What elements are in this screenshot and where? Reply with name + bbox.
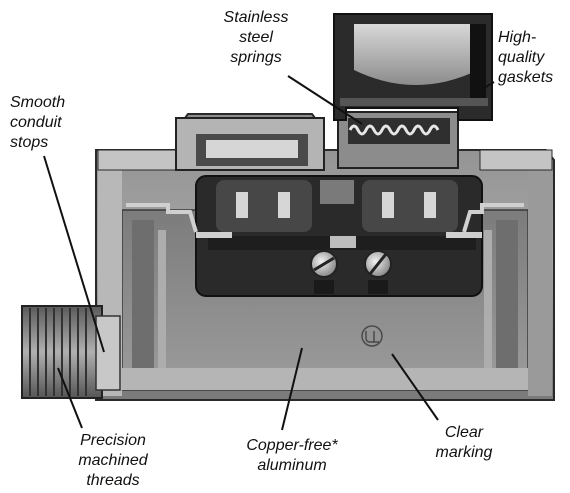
threaded-hub [21, 305, 121, 399]
terminal-screws [310, 250, 392, 294]
mounting-straps [126, 203, 524, 233]
cover-assembly [175, 111, 459, 171]
label-smooth-conduit-stops: Smooth conduit stops [10, 94, 66, 151]
leader-springs [287, 75, 363, 125]
label-stainless-steel-springs: Stainless steel springs [223, 9, 289, 66]
hinged-lid [333, 13, 493, 121]
ul-listing-mark-icon [361, 325, 383, 347]
label-copper-free-aluminum: Copper-free* aluminum [246, 437, 338, 474]
leader-gaskets [473, 81, 495, 95]
receptacle-block [195, 175, 483, 297]
label-clear-marking: Clear marking [435, 424, 493, 461]
leader-lines [43, 75, 495, 431]
label-high-quality-gaskets: High- quality gaskets [498, 29, 554, 86]
leader-aluminum [281, 347, 303, 431]
leader-marking [391, 353, 439, 421]
spring-coil [348, 124, 440, 136]
leader-stops [43, 155, 105, 353]
leader-threads [57, 367, 83, 429]
label-precision-machined-threads: Precision machined threads [78, 432, 148, 489]
